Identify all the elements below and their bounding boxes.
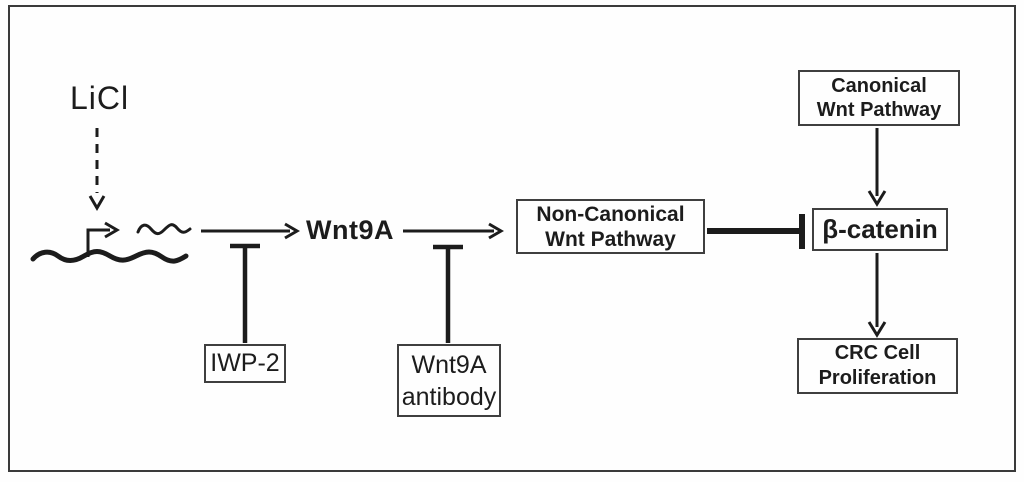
non-canonical-wnt-pathway-box: Non-Canonical Wnt Pathway bbox=[516, 199, 705, 254]
beta-catenin-box: β-catenin bbox=[812, 208, 948, 251]
wnt9a-antibody-box: Wnt9A antibody bbox=[397, 344, 501, 417]
non-canonical-box-line1: Non-Canonical bbox=[536, 202, 685, 226]
inhibition-tbar-wnt9a-antibody bbox=[433, 244, 463, 343]
beta-catenin-box-label: β-catenin bbox=[822, 214, 938, 244]
inhibition-tbar-iwp2 bbox=[230, 243, 260, 343]
iwp2-box: IWP-2 bbox=[204, 344, 286, 383]
crc-box-line1: CRC Cell bbox=[834, 342, 921, 364]
iwp2-box-label: IWP-2 bbox=[210, 349, 280, 377]
licl-dashed-arrow bbox=[88, 128, 106, 211]
arrow-canonical-to-bcatenin bbox=[867, 128, 887, 207]
licl-label: LiCl bbox=[70, 80, 130, 116]
inhibition-line-noncanonical-to-bcatenin bbox=[707, 214, 805, 249]
canonical-box-line2: Wnt Pathway bbox=[816, 99, 942, 121]
arrow-mrna-to-wnt9a bbox=[201, 222, 300, 240]
canonical-box-line1: Canonical bbox=[831, 75, 927, 97]
canonical-wnt-pathway-box: Canonical Wnt Pathway bbox=[798, 70, 960, 126]
dna-strand-line bbox=[30, 249, 189, 264]
wnt9a-label: Wnt9A bbox=[306, 215, 394, 245]
crc-box-line2: Proliferation bbox=[818, 367, 937, 389]
figure-border bbox=[8, 5, 1016, 472]
non-canonical-box-line2: Wnt Pathway bbox=[545, 227, 676, 251]
mrna-squiggle-icon bbox=[136, 223, 192, 236]
wnt9a-antibody-box-line1: Wnt9A bbox=[411, 350, 487, 379]
arrow-wnt9a-to-noncanonical bbox=[403, 222, 504, 240]
transcription-start-arrow bbox=[86, 221, 120, 257]
crc-cell-proliferation-box: CRC Cell Proliferation bbox=[797, 338, 958, 394]
wnt9a-antibody-box-line2: antibody bbox=[401, 382, 497, 411]
arrow-bcatenin-to-crc bbox=[867, 253, 887, 338]
